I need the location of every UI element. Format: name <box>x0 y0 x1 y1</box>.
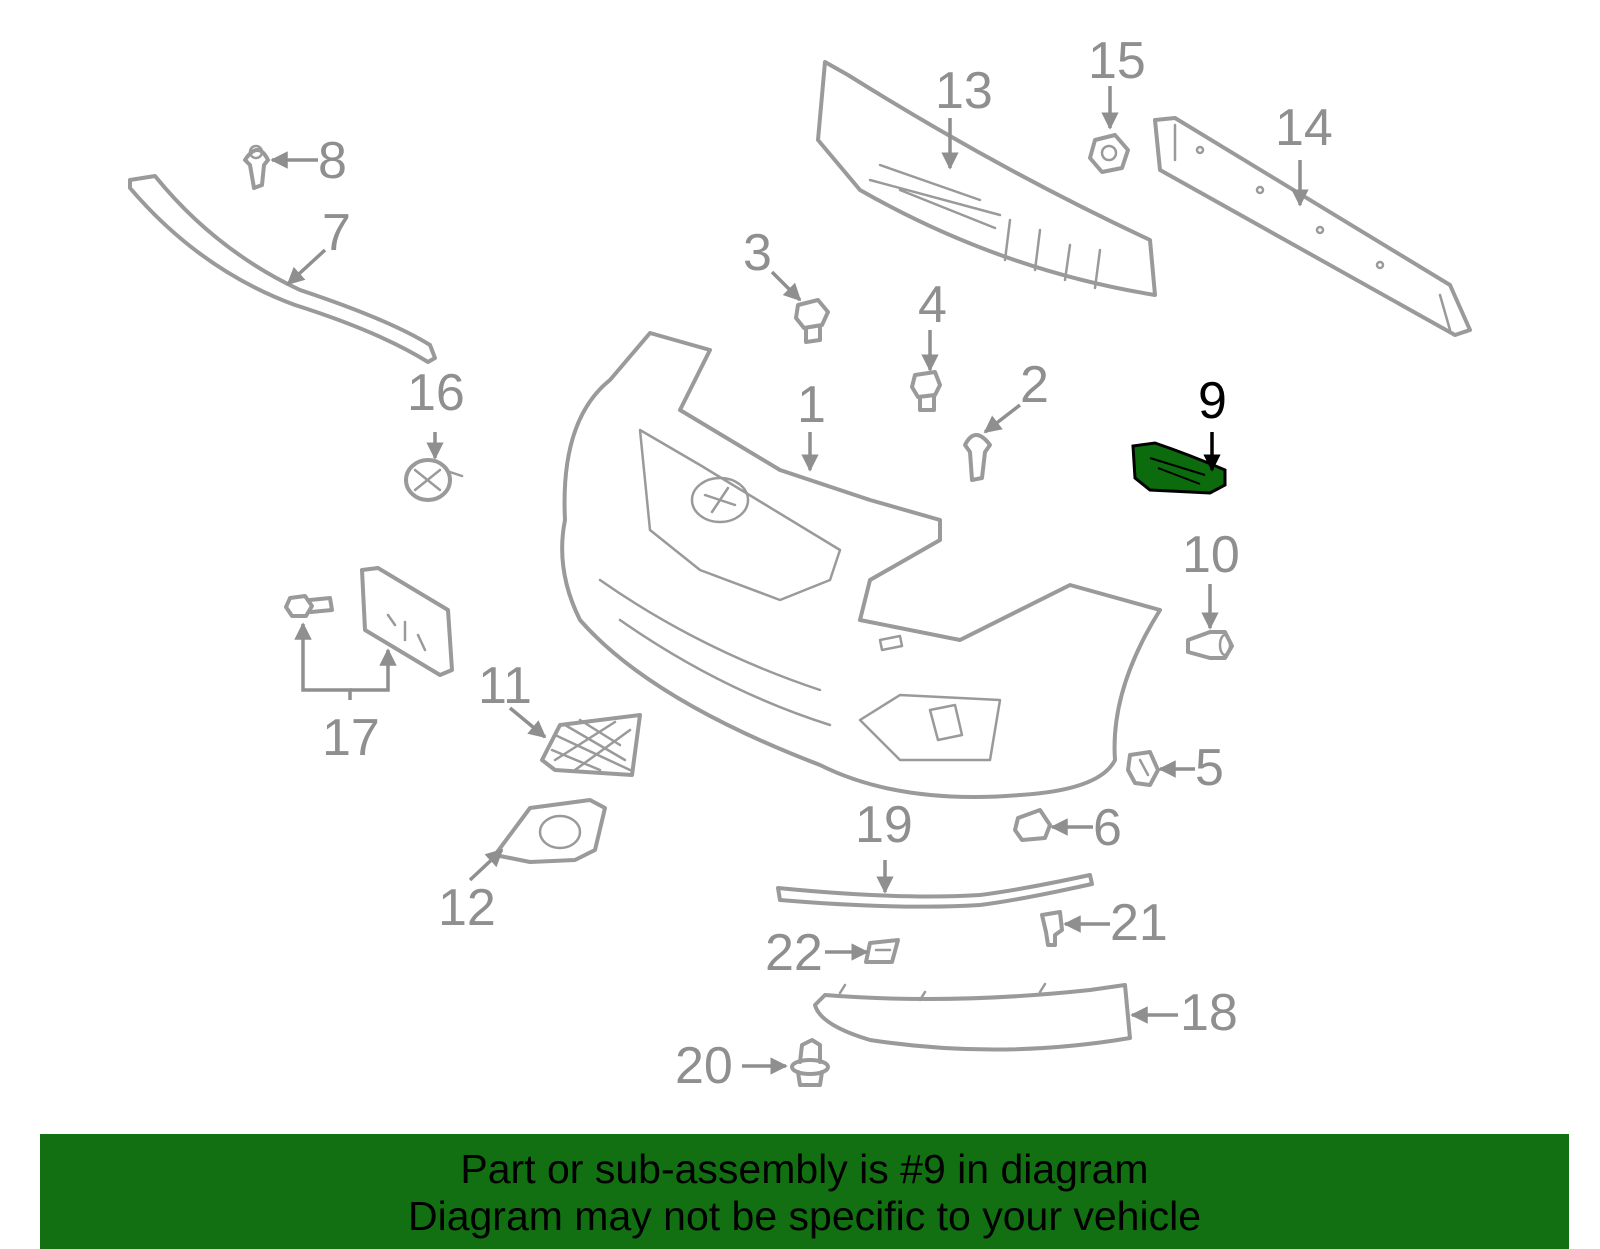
callout-14: 14 <box>1275 99 1333 157</box>
part-20-push-clip <box>790 1038 830 1087</box>
part-7-retainer <box>128 174 437 364</box>
part-1-bumper-cover <box>560 331 1162 799</box>
part-16-emblem <box>404 458 464 502</box>
part-5-clip <box>1126 750 1160 787</box>
banner-line-2: Diagram may not be specific to your vehi… <box>407 1193 1201 1239</box>
callout-22: 22 <box>765 924 823 982</box>
callout-2: 2 <box>1020 356 1049 414</box>
callout-16: 16 <box>407 364 465 422</box>
callout-3: 3 <box>743 224 772 282</box>
callout-13: 13 <box>935 62 993 120</box>
part-3-bolt <box>794 298 830 344</box>
callout-1: 1 <box>797 376 826 434</box>
part-13-energy-absorber <box>816 60 1157 297</box>
leader-lines <box>270 86 1309 1075</box>
callout-10: 10 <box>1182 526 1240 584</box>
callout-9: 9 <box>1198 372 1227 430</box>
part-6-retainer <box>1013 808 1052 842</box>
callout-20: 20 <box>675 1037 733 1095</box>
part-2-clip <box>963 433 992 482</box>
part-19-molding <box>776 873 1094 909</box>
part-22-clip <box>864 938 900 964</box>
part-12-fog-bezel <box>493 798 607 864</box>
callout-17: 17 <box>322 709 380 767</box>
part-10-clip <box>1186 630 1234 660</box>
callout-11: 11 <box>478 657 532 715</box>
callout-15: 15 <box>1088 32 1146 90</box>
info-banner: Part or sub-assembly is #9 in diagram Di… <box>40 1134 1569 1249</box>
part-14-reinforcement <box>1153 116 1472 337</box>
part-21-clip <box>1040 910 1064 947</box>
part-18-spoiler <box>813 982 1132 1052</box>
callout-7: 7 <box>322 204 351 262</box>
callout-12: 12 <box>438 879 496 937</box>
callout-19: 19 <box>855 796 913 854</box>
banner-line-1: Part or sub-assembly is #9 in diagram <box>460 1146 1149 1192</box>
callout-4: 4 <box>918 276 947 334</box>
callout-labels: 13 15 14 8 7 3 4 2 1 9 16 10 5 6 11 17 1… <box>318 32 1333 1095</box>
callout-21: 21 <box>1110 894 1168 952</box>
callout-18: 18 <box>1180 984 1238 1042</box>
part-17-license-bracket <box>284 566 454 677</box>
callout-8: 8 <box>318 132 347 190</box>
part-8-clip <box>243 144 270 190</box>
callout-6: 6 <box>1093 799 1122 857</box>
part-11-grille <box>540 713 642 777</box>
callout-5: 5 <box>1195 739 1224 797</box>
part-15-nut <box>1088 133 1130 174</box>
part-4-bolt <box>910 370 942 412</box>
